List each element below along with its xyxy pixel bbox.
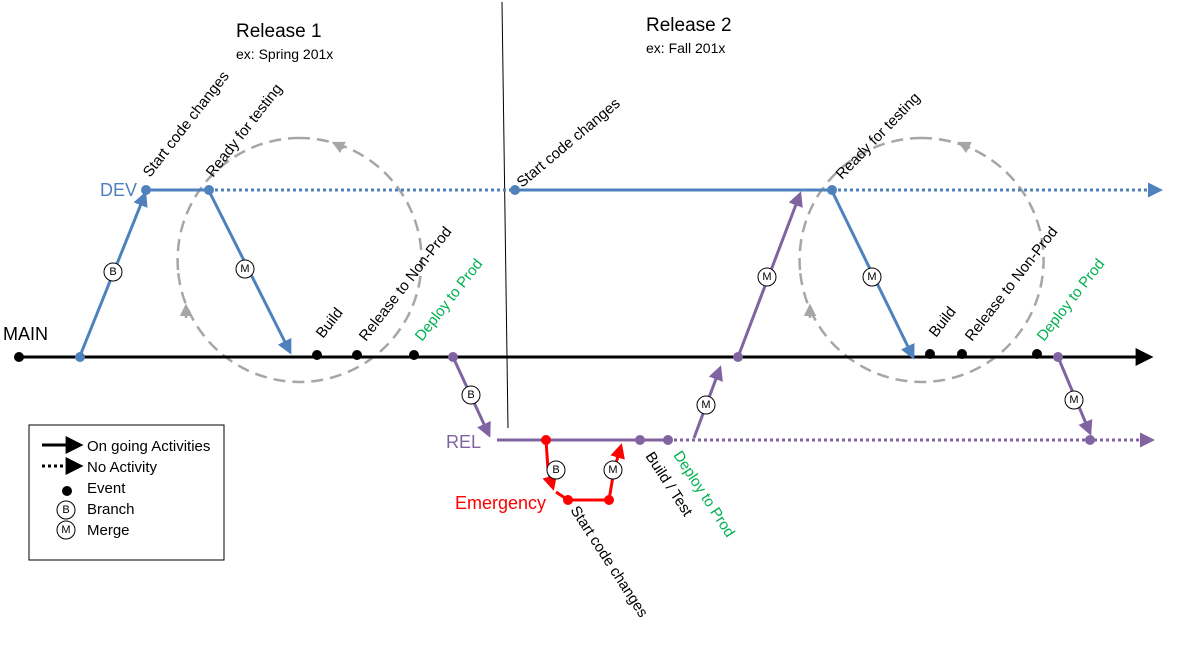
- svg-text:B: B: [467, 389, 474, 401]
- event-label-r1-release: Release to Non-Prod: [356, 224, 456, 345]
- lane-label-emergency: Emergency: [455, 493, 546, 513]
- legend-merge-label: Merge: [87, 522, 130, 539]
- main-event: [1053, 352, 1063, 362]
- main-events: [14, 349, 1063, 362]
- release-2-subtitle: ex: Fall 201x: [646, 40, 725, 56]
- event-label-r2-deploy: Deploy to Prod: [1034, 256, 1108, 345]
- rel-event: [635, 435, 645, 445]
- main-event: [448, 352, 458, 362]
- merge-marker-icon: M: [603, 460, 623, 480]
- main-event: [409, 350, 419, 360]
- rel-events: [541, 435, 1095, 505]
- main-event: [312, 350, 322, 360]
- svg-text:B: B: [552, 464, 559, 476]
- merge-marker-icon: M: [235, 259, 255, 279]
- dev-event: [510, 185, 520, 195]
- legend-merge-icon: [56, 520, 76, 540]
- main-event: [957, 349, 967, 359]
- legend-merge-letter: M: [61, 524, 70, 536]
- event-label-emergency-start: Start code changes: [567, 503, 652, 621]
- main-event: [352, 350, 362, 360]
- cycle-arrow-icon: [331, 141, 346, 154]
- lane-label-rel: REL: [446, 432, 481, 452]
- dev-event: [204, 185, 214, 195]
- svg-text:M: M: [867, 271, 876, 283]
- lane-label-main: MAIN: [3, 324, 48, 344]
- dev-events: [141, 185, 837, 195]
- branch-marker-icon: B: [103, 262, 123, 282]
- release-2-title: Release 2: [646, 15, 732, 36]
- rel-event: [663, 435, 673, 445]
- release-1-title: Release 1: [236, 21, 322, 42]
- release-1-subtitle: ex: Spring 201x: [236, 46, 333, 62]
- main-event: [925, 349, 935, 359]
- branch-marker-icon: B: [546, 460, 566, 480]
- cycle-arrow-icon: [957, 141, 972, 154]
- rel-event: [1085, 435, 1095, 445]
- release-divider-line: [501, 1, 509, 429]
- merge-marker-icon: M: [1064, 390, 1084, 410]
- release-2-cycle: [798, 136, 1045, 384]
- svg-text:M: M: [608, 464, 617, 476]
- emergency-event: [604, 495, 614, 505]
- legend-branch-label: Branch: [87, 501, 135, 518]
- lane-label-dev: DEV: [100, 180, 137, 200]
- event-label-r1-build: Build: [313, 305, 347, 342]
- legend-branch-icon: [56, 500, 76, 520]
- main-event: [733, 352, 743, 362]
- dev-event: [827, 185, 837, 195]
- event-label-r2-build: Build: [926, 304, 960, 341]
- emergency-event: [563, 495, 573, 505]
- svg-text:M: M: [762, 271, 771, 283]
- main-event: [1032, 349, 1042, 359]
- legend-event-icon: [62, 486, 72, 496]
- dev-event: [141, 185, 151, 195]
- branch-marker-icon: B: [461, 385, 481, 405]
- event-label-r2-start: Start code changes: [514, 95, 624, 191]
- svg-text:M: M: [701, 399, 710, 411]
- main-start-event: [14, 352, 24, 362]
- merge-marker-icon: M: [696, 395, 716, 415]
- event-label-r2-ready: Ready for testing: [833, 89, 924, 182]
- merge-marker-icon: M: [862, 267, 882, 287]
- legend-event-label: Event: [87, 480, 126, 497]
- release-1-cycle: [176, 136, 423, 384]
- legend: On going Activities No Activity Event B …: [28, 424, 225, 561]
- svg-text:B: B: [109, 266, 116, 278]
- main-event: [75, 352, 85, 362]
- legend-branch-letter: B: [62, 504, 69, 516]
- svg-text:M: M: [1069, 394, 1078, 406]
- legend-ongoing-label: On going Activities: [87, 438, 210, 455]
- svg-text:M: M: [240, 263, 249, 275]
- legend-idle-label: No Activity: [87, 459, 158, 476]
- rel-event: [541, 435, 551, 445]
- merge-marker-icon: M: [757, 267, 777, 287]
